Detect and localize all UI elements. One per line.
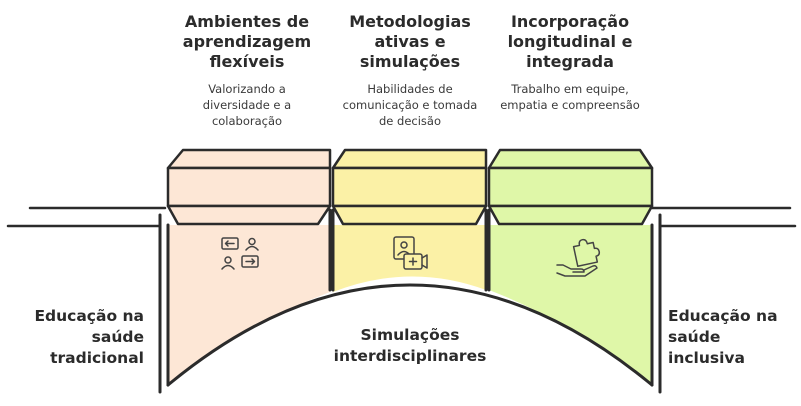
center-label: Simulações interdisciplinares [333, 326, 487, 365]
road-left [6, 206, 167, 228]
block-pillar-1 [166, 148, 332, 226]
road-right [650, 206, 797, 228]
arch-pillar-1-fill [168, 225, 330, 385]
right-label: Educação na saúde inclusiva [668, 307, 778, 367]
pillar-3-title: Incorporação longitudinal e integrada [507, 12, 633, 71]
pillar-3-description: Trabalho em equipe, empatia e compreensã… [500, 82, 640, 112]
left-label: Educação na saúde tradicional [34, 307, 144, 367]
pillar-1-title: Ambientes de aprendizagem flexíveis [182, 12, 312, 71]
pillar-2-description: Habilidades de comunicação e tomada de d… [342, 82, 478, 128]
arch-outline [158, 208, 662, 394]
block-pillar-3 [487, 148, 654, 226]
block-pillar-2 [331, 148, 488, 226]
video-consult-icon [393, 236, 428, 270]
arch-pillar-3-fill [489, 225, 652, 385]
swap-people-icon [221, 237, 259, 270]
hand-puzzle-icon [556, 238, 601, 277]
pillar-2-title: Metodologias ativas e simulações [349, 12, 471, 71]
pillar-1-description: Valorizando a diversidade e a colaboraçã… [202, 82, 292, 128]
